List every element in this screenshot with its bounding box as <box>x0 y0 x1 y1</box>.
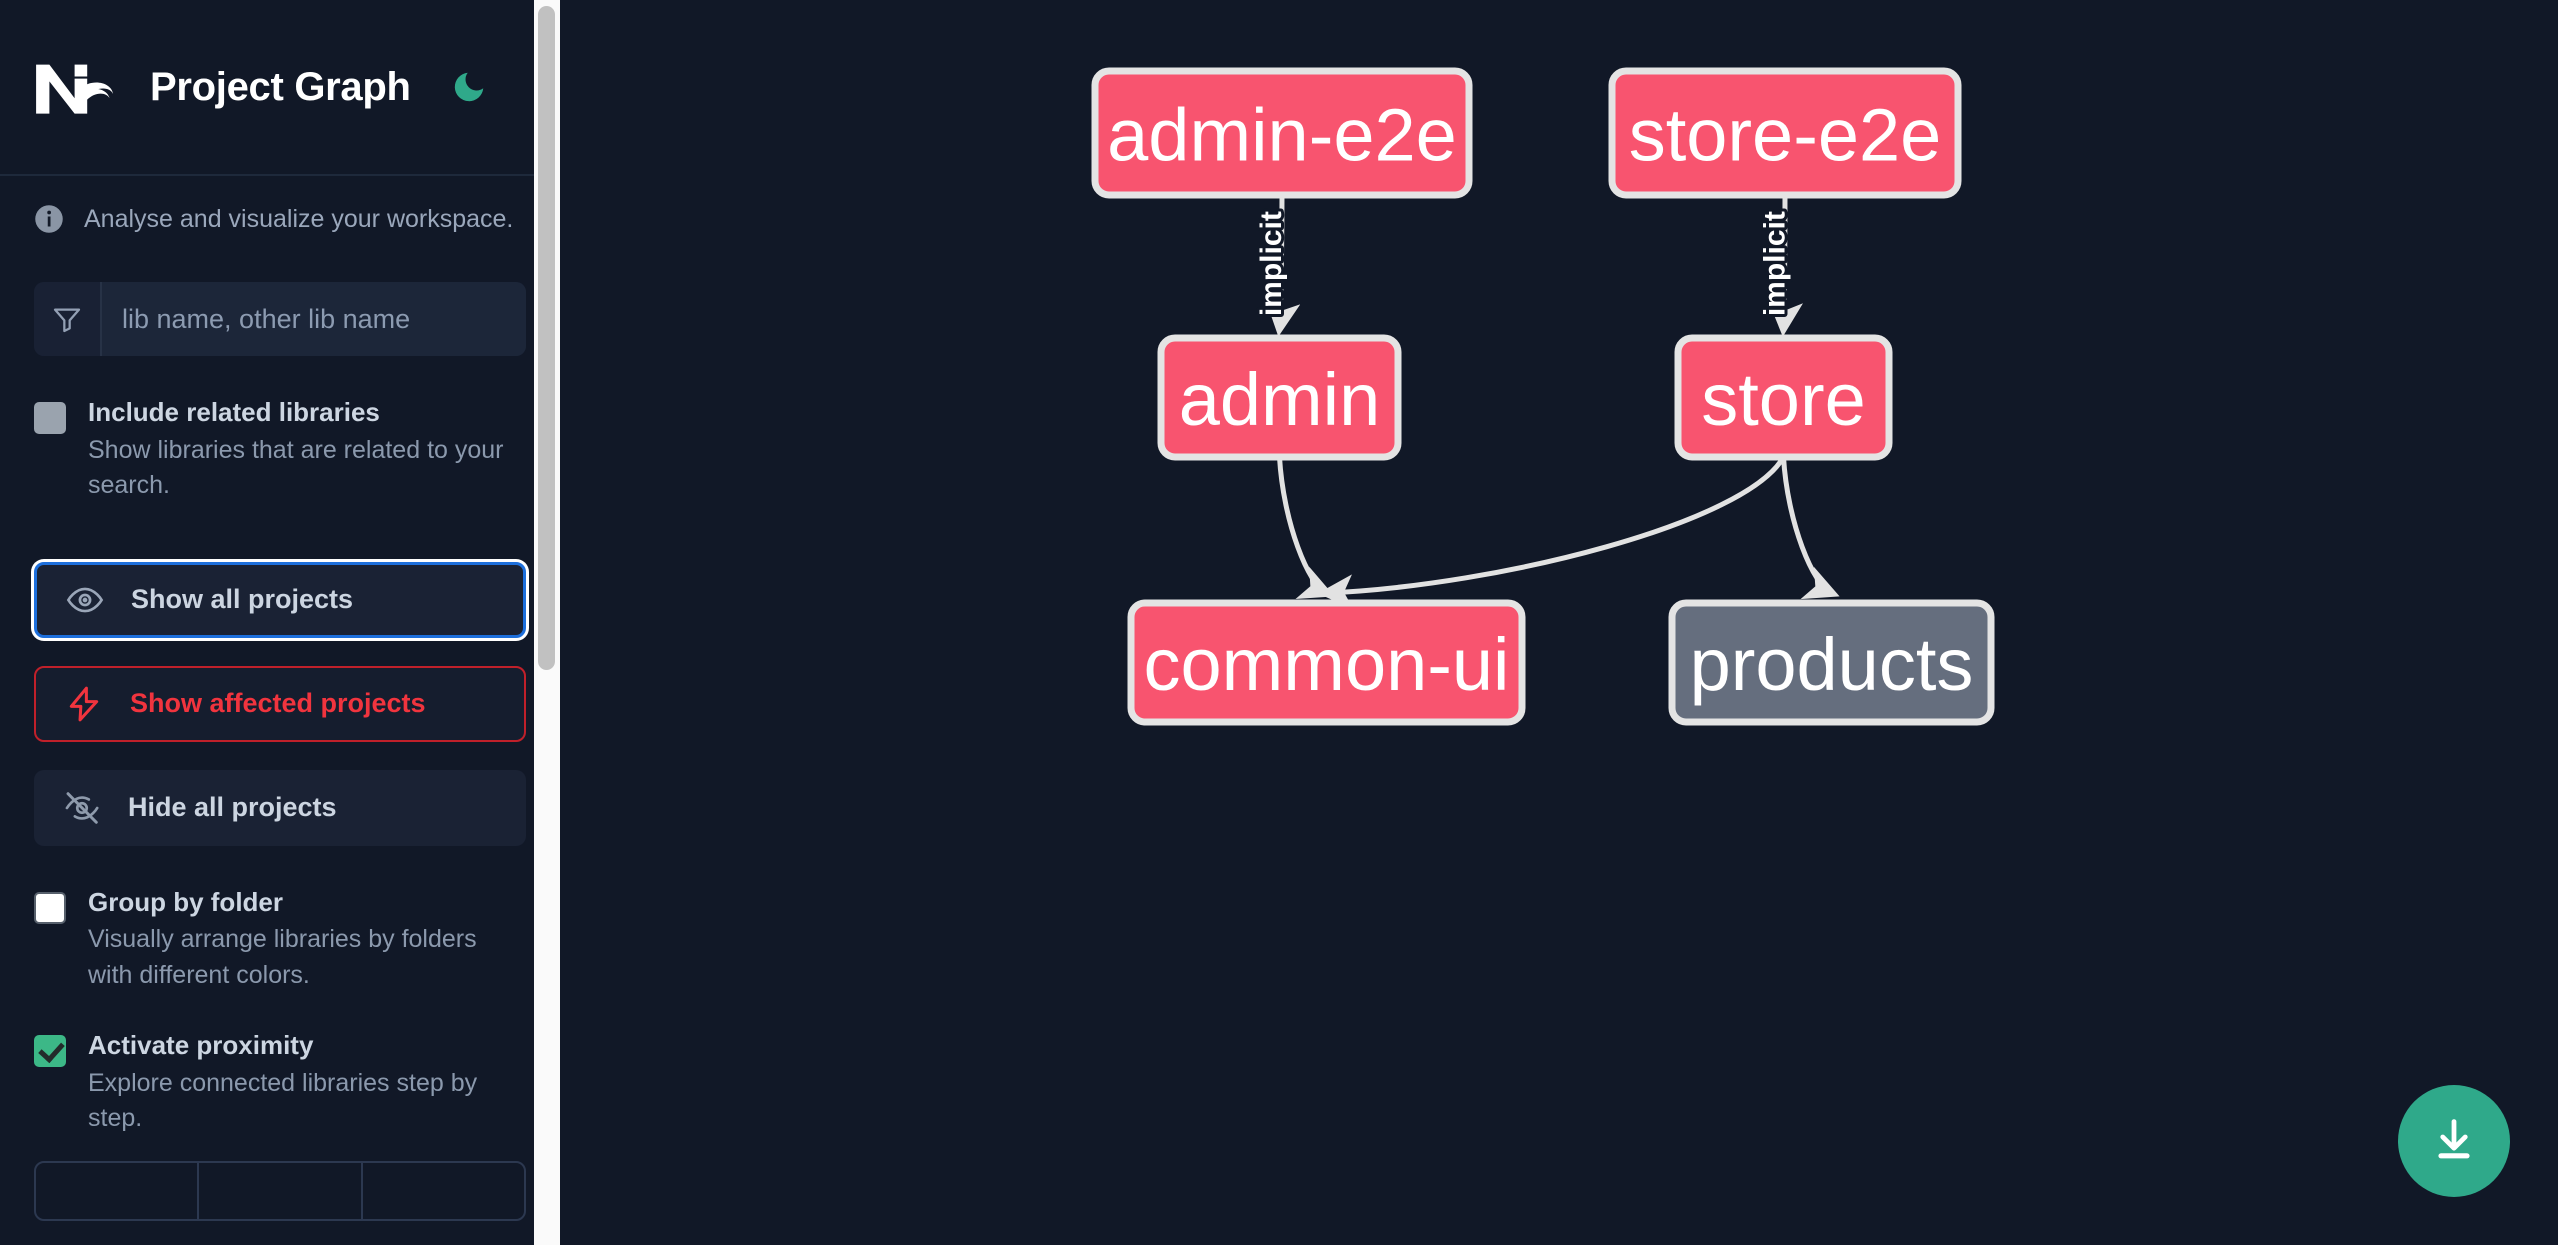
download-icon <box>2428 1114 2480 1169</box>
graph-edge-label: implicit <box>1255 211 1288 316</box>
graph-node-store[interactable]: store <box>1674 334 1893 461</box>
graph-node-rect[interactable] <box>1157 334 1402 461</box>
search-input[interactable] <box>102 282 526 356</box>
page-title: Project Graph <box>150 64 411 109</box>
checkbox-group-by-folder[interactable]: Group by folder Visually arrange librari… <box>0 886 560 994</box>
graph-canvas[interactable]: admin-e2e store-e2e admin store common-ui pro… <box>560 0 2558 1245</box>
include-related-label: Include related libraries <box>88 397 380 427</box>
graph-node-products[interactable]: products <box>1668 599 1995 726</box>
proximity-step-segmented-control[interactable] <box>34 1160 526 1221</box>
project-graph-svg[interactable]: admin-e2e store-e2e admin store common-ui pro… <box>560 0 2558 1245</box>
project-action-buttons: Show all projects Show affected projects <box>0 561 560 846</box>
graph-node-label: store <box>1701 358 1866 441</box>
graph-node-rect[interactable] <box>1674 334 1893 461</box>
graph-edges <box>1265 194 1840 610</box>
show-all-projects-label: Show all projects <box>131 584 354 614</box>
sidebar: Project Graph Analyse and visualize your… <box>0 0 560 1245</box>
graph-nodes[interactable]: admin-e2e store-e2e admin store common-ui pro… <box>1091 67 1995 726</box>
checkbox-activate-proximity[interactable]: Activate proximity Explore connected lib… <box>0 1029 560 1137</box>
group-by-folder-checkbox[interactable] <box>34 891 66 924</box>
group-by-folder-label: Group by folder <box>88 886 283 917</box>
graph-node-admin[interactable]: admin <box>1157 334 1402 461</box>
hide-all-projects-button[interactable]: Hide all projects <box>34 769 526 846</box>
graph-node-rect[interactable] <box>1608 67 1962 199</box>
graph-node-rect[interactable] <box>1127 599 1526 726</box>
sidebar-scrollbar-thumb[interactable] <box>538 6 555 670</box>
checkbox-include-related[interactable]: Include related libraries Show libraries… <box>0 396 560 504</box>
eye-icon <box>65 580 105 620</box>
funnel-icon <box>34 282 102 356</box>
graph-edge <box>1277 456 1335 599</box>
download-graph-button[interactable] <box>2398 1085 2510 1197</box>
include-related-description: Show libraries that are related to your … <box>88 435 504 500</box>
include-related-checkbox[interactable] <box>34 402 66 434</box>
graph-edge <box>1265 194 1301 337</box>
graph-node-rect[interactable] <box>1668 599 1995 726</box>
eye-off-icon <box>62 788 102 828</box>
graph-edge <box>1768 194 1804 337</box>
graph-node-label: products <box>1690 623 1974 706</box>
proximity-step-option-3[interactable] <box>363 1163 524 1219</box>
show-affected-projects-button[interactable]: Show affected projects <box>34 665 526 742</box>
activate-proximity-description: Explore connected libraries step by step… <box>88 1068 478 1133</box>
activate-proximity-label: Activate proximity <box>88 1030 314 1060</box>
graph-node-rect[interactable] <box>1091 67 1473 199</box>
graph-node-common-ui[interactable]: common-ui <box>1127 599 1526 726</box>
graph-node-label: admin <box>1179 358 1381 441</box>
proximity-step-option-1[interactable] <box>36 1162 200 1219</box>
graph-node-label: common-ui <box>1144 623 1510 706</box>
workspace-info-row: Analyse and visualize your workspace. <box>0 176 560 234</box>
graph-edge-label: implicit <box>1759 211 1792 316</box>
graph-edge-labels: implicit implicit <box>1252 208 1794 319</box>
sidebar-header: Project Graph <box>0 0 560 176</box>
graph-node-label: admin-e2e <box>1107 94 1457 177</box>
graph-node-store-e2e[interactable]: store-e2e <box>1608 67 1962 199</box>
graph-edge <box>1781 456 1840 600</box>
filter-search-box[interactable] <box>34 282 526 356</box>
lightning-icon <box>64 684 104 724</box>
info-circle-icon <box>34 204 64 234</box>
sidebar-scrollbar-track[interactable] <box>534 0 560 1245</box>
graph-node-label: store-e2e <box>1629 94 1942 177</box>
nx-logo-icon <box>34 55 118 119</box>
hide-all-projects-label: Hide all projects <box>128 792 337 822</box>
moon-icon[interactable] <box>447 65 491 109</box>
proximity-step-option-2[interactable] <box>199 1162 363 1219</box>
show-all-projects-button[interactable]: Show all projects <box>34 561 526 638</box>
group-by-folder-description: Visually arrange libraries by folders wi… <box>88 925 477 989</box>
activate-proximity-checkbox[interactable] <box>34 1035 66 1067</box>
workspace-info-text: Analyse and visualize your workspace. <box>84 204 514 233</box>
graph-node-admin-e2e[interactable]: admin-e2e <box>1091 67 1473 199</box>
show-affected-projects-label: Show affected projects <box>130 688 426 718</box>
graph-edge <box>1317 455 1786 610</box>
